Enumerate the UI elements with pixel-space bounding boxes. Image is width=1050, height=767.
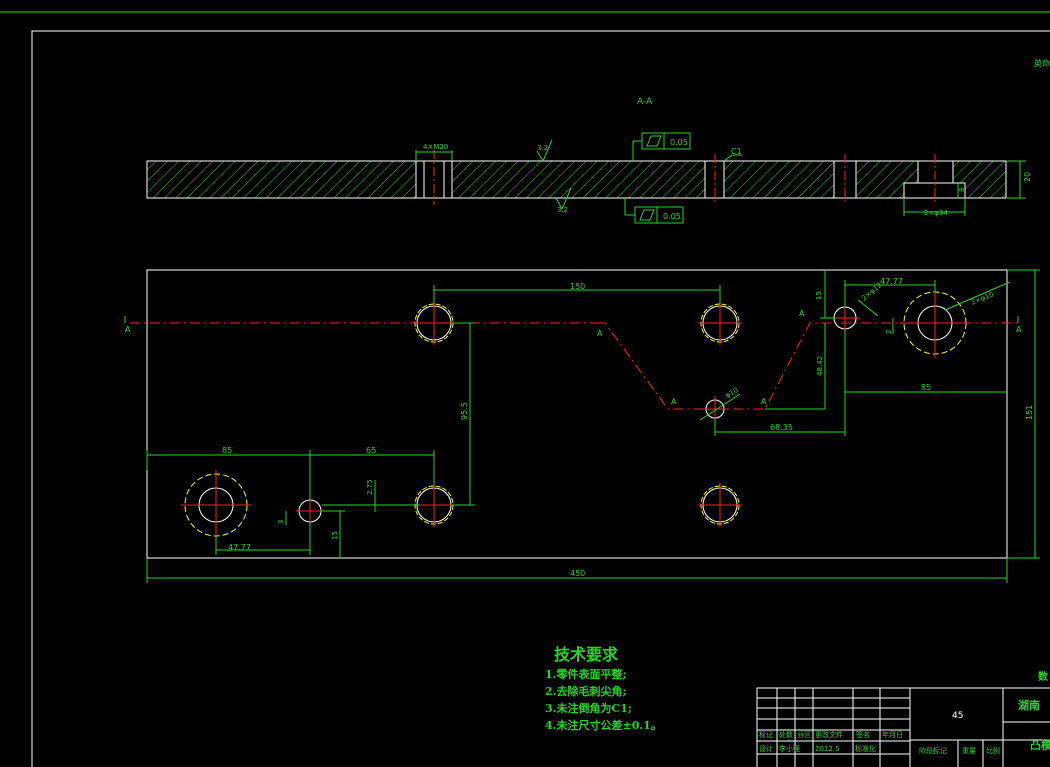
title-header-4: 更改文件 <box>815 730 843 739</box>
section-mark-path-2: A <box>671 397 677 406</box>
dim-2: 2 <box>885 330 893 334</box>
dim-68-35: 68.35 <box>770 423 793 432</box>
section-label: A-A <box>637 97 653 107</box>
dim-3: 3 <box>277 520 285 524</box>
tech-req-title: 技术要求 <box>554 645 619 664</box>
section-view <box>146 150 1007 205</box>
plan-outline <box>146 269 1008 559</box>
dim-450: 450 <box>570 569 585 578</box>
dim-phi10: φ10 <box>724 386 740 400</box>
section-mark-path-4: A <box>799 309 805 318</box>
dim-95-5: 95.5 <box>460 402 469 420</box>
title-date: 2012.5 <box>815 745 840 753</box>
flatness-bottom-value: 0.05 <box>663 212 681 221</box>
title-design-label: 设计 <box>759 744 773 753</box>
section-annotations <box>415 132 1026 224</box>
dim-47-77-top: 47.77 <box>880 277 903 286</box>
roughness-top: 3.2 <box>537 144 548 152</box>
chamfer-label: C1 <box>731 147 742 156</box>
section-mark-path-3: A <box>761 397 767 406</box>
title-org: 湖南 <box>1018 698 1040 712</box>
title-corner: 数 <box>1038 670 1049 683</box>
dim-48-42: 48.42 <box>816 356 824 376</box>
section-mark-right: A <box>1016 325 1022 334</box>
section-cut-line <box>130 322 1018 410</box>
thread-label: 4×M20 <box>423 143 448 151</box>
title-material: 45 <box>952 711 963 721</box>
title-standardization: 标准化 <box>855 744 876 753</box>
tech-req-item-3: 3.未注倒角为C1; <box>545 701 632 715</box>
counterbore-depth: 8 <box>958 188 966 192</box>
title-header-1: 标记 <box>759 730 773 739</box>
dim-65: 65 <box>366 446 376 455</box>
dim-151: 151 <box>1025 405 1034 420</box>
dim-85-left: 85 <box>222 446 232 455</box>
drawing-border <box>31 30 1050 767</box>
title-weight: 重量 <box>962 747 976 755</box>
plan-dimensions <box>146 269 1040 583</box>
counterbore-dia: 2×φ34 <box>924 209 948 217</box>
dim-15-top: 15 <box>815 291 823 300</box>
title-stage-mark: 阶段标记 <box>919 746 947 755</box>
title-header-6: 年月日 <box>882 730 903 739</box>
tech-req-item-4: 4.未注尺寸公差±0.1。 <box>545 718 662 732</box>
dim-47-77-bottom: 47.77 <box>228 543 251 552</box>
section-mark-path-1: A <box>597 329 603 338</box>
tech-req-item-2: 2.去除毛刺尖角; <box>545 684 627 698</box>
dim-150: 150 <box>570 282 585 291</box>
section-mark-left: A <box>125 325 131 334</box>
dim-2xphi12: 2×φ12 <box>860 281 883 302</box>
dim-2xphi10: 2×φ10 <box>970 291 995 307</box>
roughness-bottom: 3.2 <box>557 206 568 214</box>
dim-85-right: 85 <box>921 383 931 392</box>
title-designer: 李小强 <box>779 744 800 753</box>
title-block <box>756 687 1050 767</box>
section-outline <box>146 160 1007 199</box>
section-hatch <box>147 161 1006 198</box>
title-name: 凸模 <box>1030 738 1050 752</box>
title-header-2: 处数 <box>779 730 793 739</box>
dim-15-bottom: 15 <box>331 531 339 540</box>
title-scale: 比例 <box>986 746 1000 755</box>
corner-text-top-right: 英命 <box>1034 58 1050 68</box>
dim-2-75: 2.75 <box>366 479 374 495</box>
flatness-top-value: 0.05 <box>670 138 688 147</box>
center-marks <box>181 288 970 540</box>
title-header-5: 签名 <box>856 730 870 739</box>
tech-req-item-1: 1.零件表面平整; <box>545 667 627 681</box>
thickness-dim: 20 <box>1023 172 1032 182</box>
title-header-3: 分区 <box>797 730 811 739</box>
plan-holes <box>184 291 967 537</box>
